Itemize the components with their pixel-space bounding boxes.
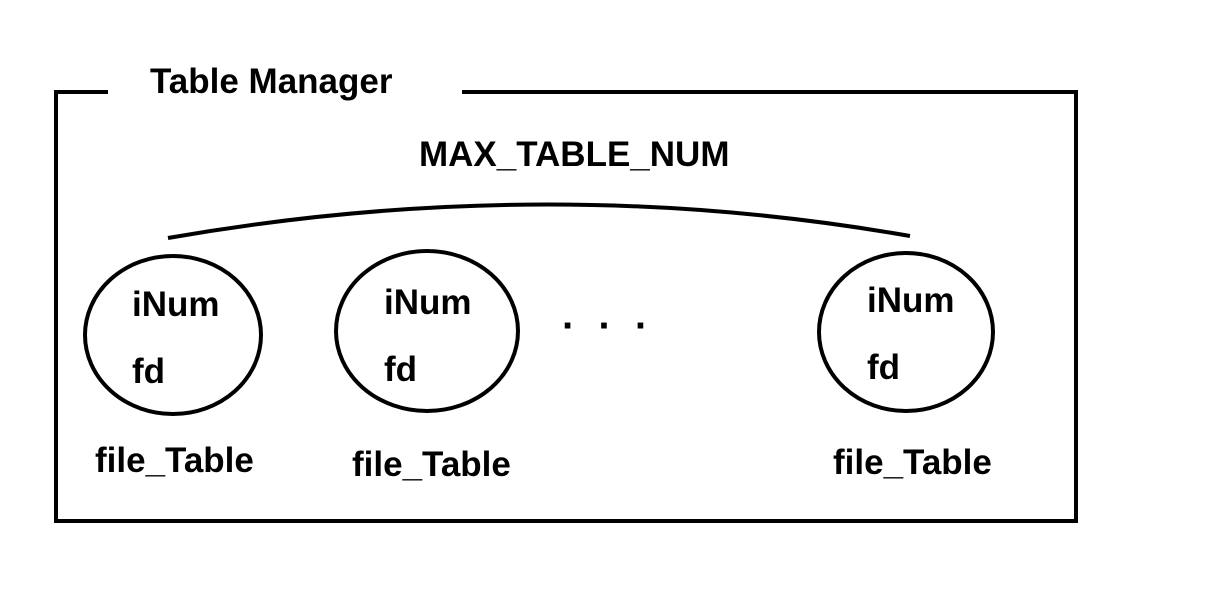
table-3-inum-field: iNum [867,281,955,320]
file-table-circle-1 [83,254,263,416]
table-1-fd-field: fd [132,352,166,391]
ellipsis: · · · [562,304,655,348]
table-2-caption: file_Table [352,445,511,484]
table-2-fd-field: fd [384,350,418,389]
table-1-caption: file_Table [95,441,254,480]
diagram-title: Table Manager [150,62,393,101]
table-manager-frame [54,90,1078,523]
file-table-circle-2 [334,249,520,413]
file-table-circle-3 [817,251,995,413]
table-3-fd-field: fd [867,348,901,387]
table-3-caption: file_Table [833,443,992,482]
table-2-inum-field: iNum [384,283,472,322]
table-1-inum-field: iNum [132,285,220,324]
max-table-num-label: MAX_TABLE_NUM [419,135,730,174]
max-table-bracket [167,202,911,240]
